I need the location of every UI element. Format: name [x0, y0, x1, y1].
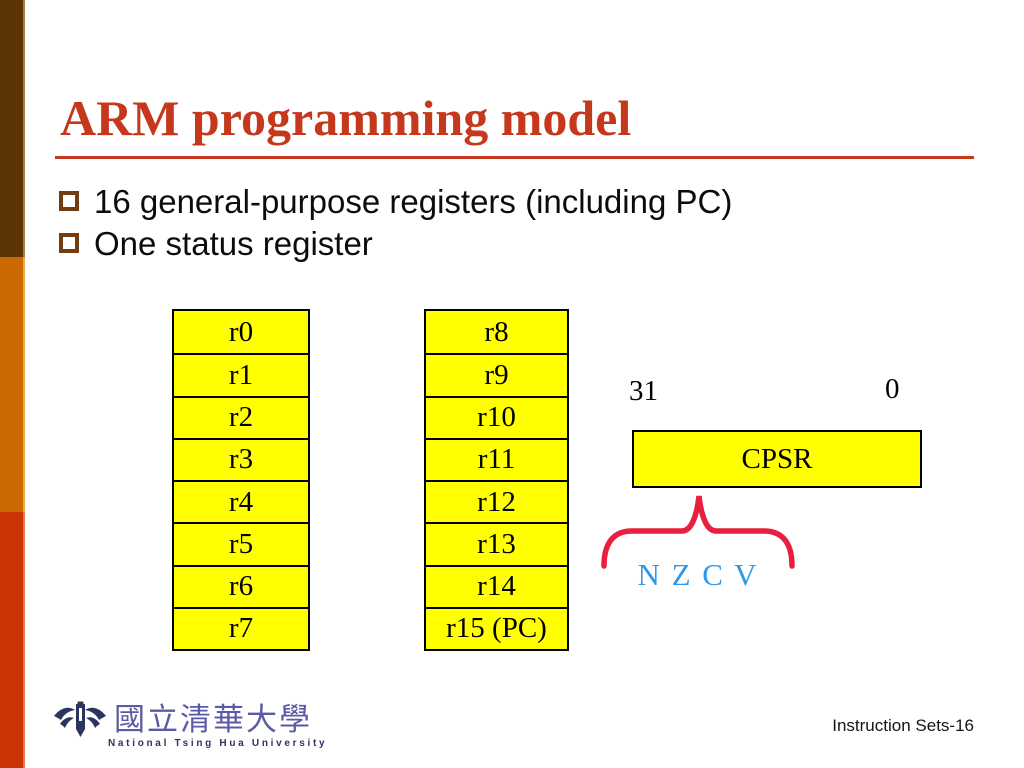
university-logo: 國立清華大學 National Tsing Hua University [52, 697, 325, 757]
bullet-item: 16 general-purpose registers (including … [57, 181, 732, 222]
curly-brace-up-icon [601, 495, 795, 569]
bit-31-label: 31 [629, 375, 658, 407]
register-cell: r11 [426, 437, 567, 480]
register-cell: r0 [174, 311, 308, 354]
cpsr-register-box: CPSR [632, 430, 922, 488]
bullet-list: 16 general-purpose registers (including … [57, 181, 732, 265]
bullet-item: One status register [57, 223, 732, 264]
bullet-text: One status register [94, 225, 373, 262]
page-number: Instruction Sets-16 [832, 716, 974, 735]
page-title: ARM programming model [60, 90, 632, 146]
register-bank-2: r8 r9 r10 r11 r12 r13 r14 r15 (PC) [424, 309, 569, 651]
register-bank-1: r0 r1 r2 r3 r4 r5 r6 r7 [172, 309, 310, 651]
register-cell: r14 [426, 564, 567, 607]
sidebar-brown-band [0, 0, 25, 257]
register-cell: r10 [426, 395, 567, 438]
title-underline [55, 156, 974, 159]
register-cell: r6 [174, 564, 308, 607]
register-cell: r5 [174, 522, 308, 565]
sidebar-decoration [0, 0, 25, 768]
logo-chinese-text: 國立清華大學 [114, 702, 312, 737]
register-cell: r7 [174, 606, 308, 649]
logo-english-text: National Tsing Hua University [108, 738, 328, 749]
register-cell: r9 [426, 353, 567, 396]
register-cell: r2 [174, 395, 308, 438]
register-cell: r8 [426, 311, 567, 354]
register-cell: r12 [426, 480, 567, 523]
nthu-emblem-icon [54, 701, 106, 737]
register-cell: r13 [426, 522, 567, 565]
square-bullet-icon [59, 191, 79, 211]
register-cell: r1 [174, 353, 308, 396]
bit-0-label: 0 [885, 373, 900, 405]
register-cell: r15 (PC) [426, 606, 567, 649]
sidebar-orange-band [0, 257, 25, 512]
sidebar-red-band [0, 512, 25, 768]
bullet-text: 16 general-purpose registers (including … [94, 183, 733, 220]
condition-flags-label: N Z C V [637, 557, 759, 592]
register-cell: r4 [174, 480, 308, 523]
register-cell: r3 [174, 437, 308, 480]
square-bullet-icon [59, 233, 79, 253]
